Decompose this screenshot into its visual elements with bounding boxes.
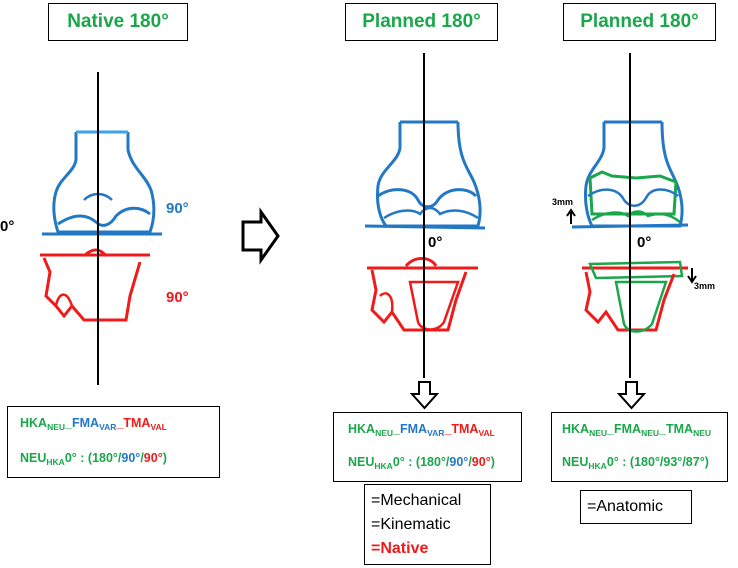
alignment-box-anatomic: =Anatomic: [580, 490, 692, 524]
tibia-offset-label: 3mm: [694, 281, 716, 291]
neu-values-line: NEUHKA0° : (180°/90°/90°): [20, 451, 167, 467]
formula-box-planned-anatomic: HKANEU_FMANEU_TMANEU NEUHKA0° : (180°/93…: [551, 412, 728, 482]
down-arrow-right-icon: [616, 381, 647, 410]
kinematic-label: =Kinematic: [371, 516, 451, 533]
formula-box-planned-mechanical: HKANEU_FMAVAR_TMAVAL NEUHKA0° : (180°/90…: [333, 412, 522, 482]
planned-anatomic-knee: [566, 53, 697, 378]
formula-box-native: HKANEU_FMAVAR_TMAVAL NEUHKA0° : (180°/90…: [7, 406, 220, 478]
native-zero-label: 0°: [0, 218, 15, 235]
alignment-box-mechanical: =Mechanical =Kinematic =Native: [364, 484, 491, 565]
neu-values-line: NEUHKA0° : (180°/93°/87°): [562, 455, 709, 471]
planned-mid-zero-label: 0°: [428, 234, 443, 251]
up-arrow-icon: [566, 208, 576, 224]
native-knee: [40, 72, 162, 385]
formula-line: HKANEU_FMAVAR_TMAVAL: [20, 416, 167, 432]
native-label: =Native: [371, 540, 429, 557]
planned-right-zero-label: 0°: [637, 234, 652, 251]
transition-arrow-icon: [241, 207, 280, 265]
planned-mechanical-knee: [364, 53, 486, 378]
native-femur-angle: 90°: [166, 200, 189, 217]
title-planned-anatomic: Planned 180°: [563, 3, 716, 41]
native-tibia-angle: 90°: [166, 289, 189, 306]
down-arrow-icon: [687, 268, 697, 284]
neu-values-line: NEUHKA0° : (180°/90°/90°): [348, 455, 495, 471]
formula-line: HKANEU_FMANEU_TMANEU: [562, 422, 712, 438]
down-arrow-mid-icon: [409, 381, 440, 410]
title-native: Native 180°: [48, 3, 188, 41]
femur-offset-label: 3mm: [552, 197, 574, 207]
anatomic-label: =Anatomic: [587, 498, 664, 515]
mechanical-label: =Mechanical: [371, 492, 462, 509]
native-femur-outline: [52, 132, 156, 234]
title-planned-mechanical: Planned 180°: [345, 3, 498, 41]
formula-line: HKANEU_FMAVAR_TMAVAL: [348, 422, 495, 438]
